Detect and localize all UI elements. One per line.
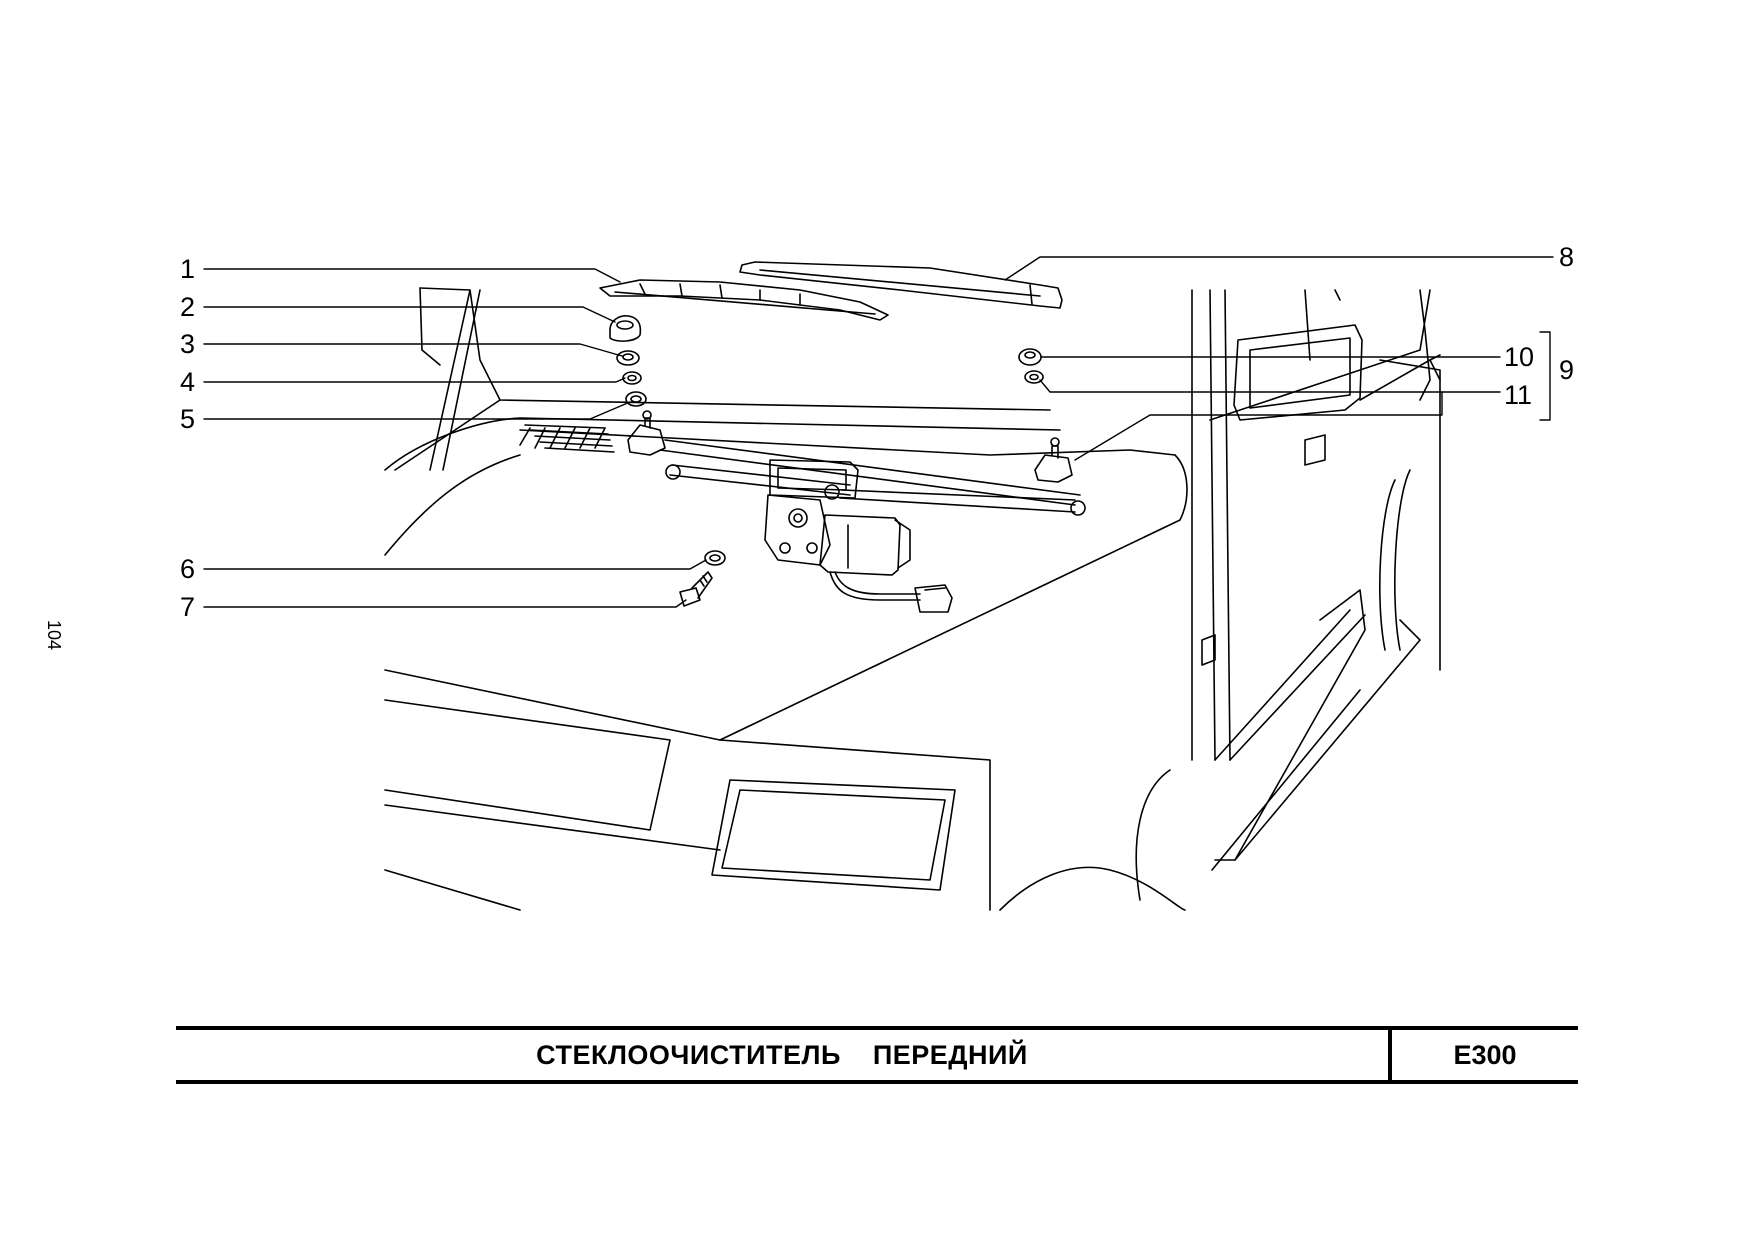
title-divider bbox=[1388, 1030, 1392, 1080]
callout-1: 1 bbox=[179, 254, 195, 284]
nut-part-10 bbox=[1018, 348, 1042, 366]
wiper-blade bbox=[599, 279, 889, 321]
callout-7: 7 bbox=[179, 592, 195, 622]
page-number: 104 bbox=[44, 620, 64, 651]
nut-part-3 bbox=[616, 350, 640, 366]
washer-part-4 bbox=[622, 371, 642, 385]
washer-part-11 bbox=[1024, 370, 1044, 384]
section-code: E300 bbox=[1453, 1040, 1517, 1070]
washer-part-5 bbox=[625, 391, 647, 407]
callout-4: 4 bbox=[179, 367, 195, 397]
vehicle-outline bbox=[384, 287, 1441, 911]
section-title: СТЕКЛООЧИСТИТЕЛЬ ПЕРЕДНИЙ bbox=[536, 1040, 1028, 1070]
callout-5: 5 bbox=[179, 404, 195, 434]
callout-11: 11 bbox=[1504, 380, 1533, 410]
washer-part-6 bbox=[704, 550, 726, 566]
leader-lines bbox=[203, 256, 1554, 608]
wiper-linkage bbox=[627, 410, 1086, 613]
callout-6: 6 bbox=[179, 554, 195, 584]
title-bar: СТЕКЛООЧИСТИТЕЛЬ ПЕРЕДНИЙ E300 bbox=[176, 1026, 1578, 1084]
callout-2: 2 bbox=[179, 292, 195, 322]
wiper-arm bbox=[739, 261, 1063, 309]
callout-10: 10 bbox=[1504, 342, 1535, 372]
callout-8: 8 bbox=[1559, 242, 1575, 272]
callout-9: 9 bbox=[1559, 355, 1575, 385]
callout-3: 3 bbox=[179, 329, 195, 359]
bolt-part-7 bbox=[679, 571, 713, 607]
cap-part-2 bbox=[609, 315, 642, 342]
